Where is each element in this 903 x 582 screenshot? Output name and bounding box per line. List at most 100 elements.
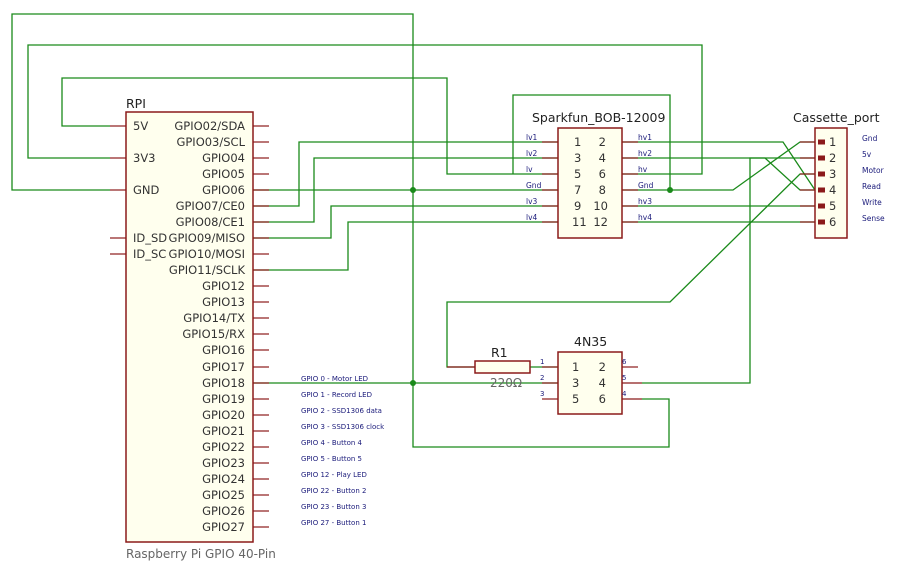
pin-number: 10: [593, 199, 608, 213]
pin-label: GPIO13: [202, 295, 245, 309]
pin-number: 1: [540, 358, 544, 366]
pin-number: 1: [574, 135, 581, 149]
pin-label: GPIO22: [202, 440, 245, 454]
bob-ref: Sparkfun_BOB-12009: [532, 110, 665, 125]
pin-label: ID_SC: [133, 247, 166, 261]
pin-number: 4: [829, 183, 836, 197]
pin-number: 1: [572, 360, 579, 374]
note-text: GPIO 23 - Button 3: [301, 503, 366, 511]
junction-dot: [410, 187, 416, 193]
pin-label: GPIO20: [202, 408, 245, 422]
pin-label: GPIO05: [202, 167, 245, 181]
note-text: GPIO 22 - Button 2: [301, 487, 366, 495]
pin-label: GPIO09/MISO: [169, 231, 245, 245]
cassette-pin-label: Sense: [862, 214, 885, 223]
pin-label: GPIO21: [202, 424, 245, 438]
net-label: hv1: [638, 133, 652, 142]
pin-label: GPIO16: [202, 343, 245, 357]
net-label: lv1: [526, 133, 538, 142]
net-label: lv: [526, 165, 533, 174]
wires: [11, 13, 816, 448]
pin-number: 2: [599, 360, 606, 374]
pin-number: 7: [574, 183, 581, 197]
pin-label: 5V: [133, 119, 148, 133]
pin-number: 2: [829, 151, 836, 165]
note-text: GPIO 5 - Button 5: [301, 455, 362, 463]
pin-label: GPIO02/SDA: [174, 119, 245, 133]
net-label: hv: [638, 165, 648, 174]
pin-label: 3V3: [133, 151, 156, 165]
pin-number: 8: [599, 183, 606, 197]
bob-symbol: Sparkfun_BOB-12009 1 3 5 7 9 11 2 4 6 8 …: [526, 110, 665, 239]
pin-label: GPIO11/SCLK: [169, 263, 246, 277]
bob-pin-lines: [542, 141, 638, 223]
note-text: GPIO 1 - Record LED: [301, 391, 372, 399]
net-label: lv4: [526, 213, 538, 222]
cassette-pin-label: Gnd: [862, 134, 878, 143]
resistor-body: [474, 360, 531, 374]
pin-label: GPIO12: [202, 279, 245, 293]
cassette-ref: Cassette_port: [793, 110, 880, 125]
wire-3v3-loop: [27, 44, 703, 175]
pin-number: 3: [574, 151, 581, 165]
rpi-ref: RPI: [126, 96, 146, 111]
pin-label: GPIO06: [202, 183, 245, 197]
wire-lv3: [253, 205, 558, 239]
pin-label: GPIO19: [202, 392, 245, 406]
junction-dot: [667, 187, 673, 193]
net-label: lv2: [526, 149, 538, 158]
pin-label: GPIO23: [202, 456, 245, 470]
outer-pin-number: 6: [622, 358, 627, 366]
resistor-ref: R1: [491, 345, 508, 360]
wire-5v-loop: [61, 77, 558, 175]
pin-number: 1: [829, 135, 836, 149]
pin-label: GPIO15/RX: [182, 327, 245, 341]
outer-pin-number: 5: [622, 374, 626, 382]
note-text: GPIO 2 - SSD1306 data: [301, 407, 382, 415]
cassette-pin-marks: [800, 139, 825, 225]
pin-number: 6: [599, 167, 606, 181]
pin-number: 9: [574, 199, 581, 213]
pin-number: 6: [829, 215, 836, 229]
note-text: GPIO 27 - Button 1: [301, 519, 366, 527]
note-text: GPIO 4 - Button 4: [301, 439, 363, 447]
outer-pin-number: 3: [540, 390, 544, 398]
rpi-body: [125, 111, 254, 543]
pin-label: GPIO08/CE1: [176, 215, 245, 229]
pin-number: 5: [572, 392, 579, 406]
pin-label: ID_SD: [133, 231, 167, 245]
junction-dot: [410, 380, 416, 386]
rpi-value: Raspberry Pi GPIO 40-Pin: [126, 547, 276, 561]
cassette-symbol: Cassette_port 1 2 3 4 5 6 Gnd 5v Motor R…: [793, 110, 885, 239]
outer-pin-number: 2: [540, 374, 544, 382]
resistor-value: 220Ω: [490, 376, 522, 390]
cassette-pin-label: 5v: [862, 150, 872, 159]
net-label: hv2: [638, 149, 652, 158]
pin-label: GND: [133, 183, 160, 197]
cassette-pin-label: Motor: [862, 166, 885, 175]
pin-number: 2: [599, 135, 606, 149]
bob-body: [557, 127, 623, 239]
pin-label: GPIO07/CE0: [176, 199, 245, 213]
note-text: GPIO 12 - Play LED: [301, 471, 367, 479]
cassette-pin-label: Write: [862, 198, 882, 207]
pin-number: 5: [574, 167, 581, 181]
opto-symbol: 4N35 1 3 5 2 4 6 2 3 6 5 4: [540, 334, 642, 415]
net-label: hv4: [638, 213, 652, 222]
pin-label: GPIO27: [202, 520, 245, 534]
wire-lv2: [253, 157, 558, 223]
pin-label: GPIO26: [202, 504, 245, 518]
cassette-pin-label: Read: [862, 182, 881, 191]
wire-motor: [446, 173, 815, 368]
opto-pin-lines: [542, 366, 642, 400]
pin-label: GPIO24: [202, 472, 245, 486]
opto-ref: 4N35: [574, 334, 607, 349]
pin-number: 4: [599, 151, 606, 165]
pin-number: 3: [572, 376, 579, 390]
resistor-symbol: R1 220Ω 1: [447, 345, 544, 390]
net-label: lv3: [526, 197, 538, 206]
pin-label: GPIO04: [202, 151, 245, 165]
pin-label: GPIO14/TX: [183, 311, 245, 325]
wire-lv4: [253, 221, 558, 271]
